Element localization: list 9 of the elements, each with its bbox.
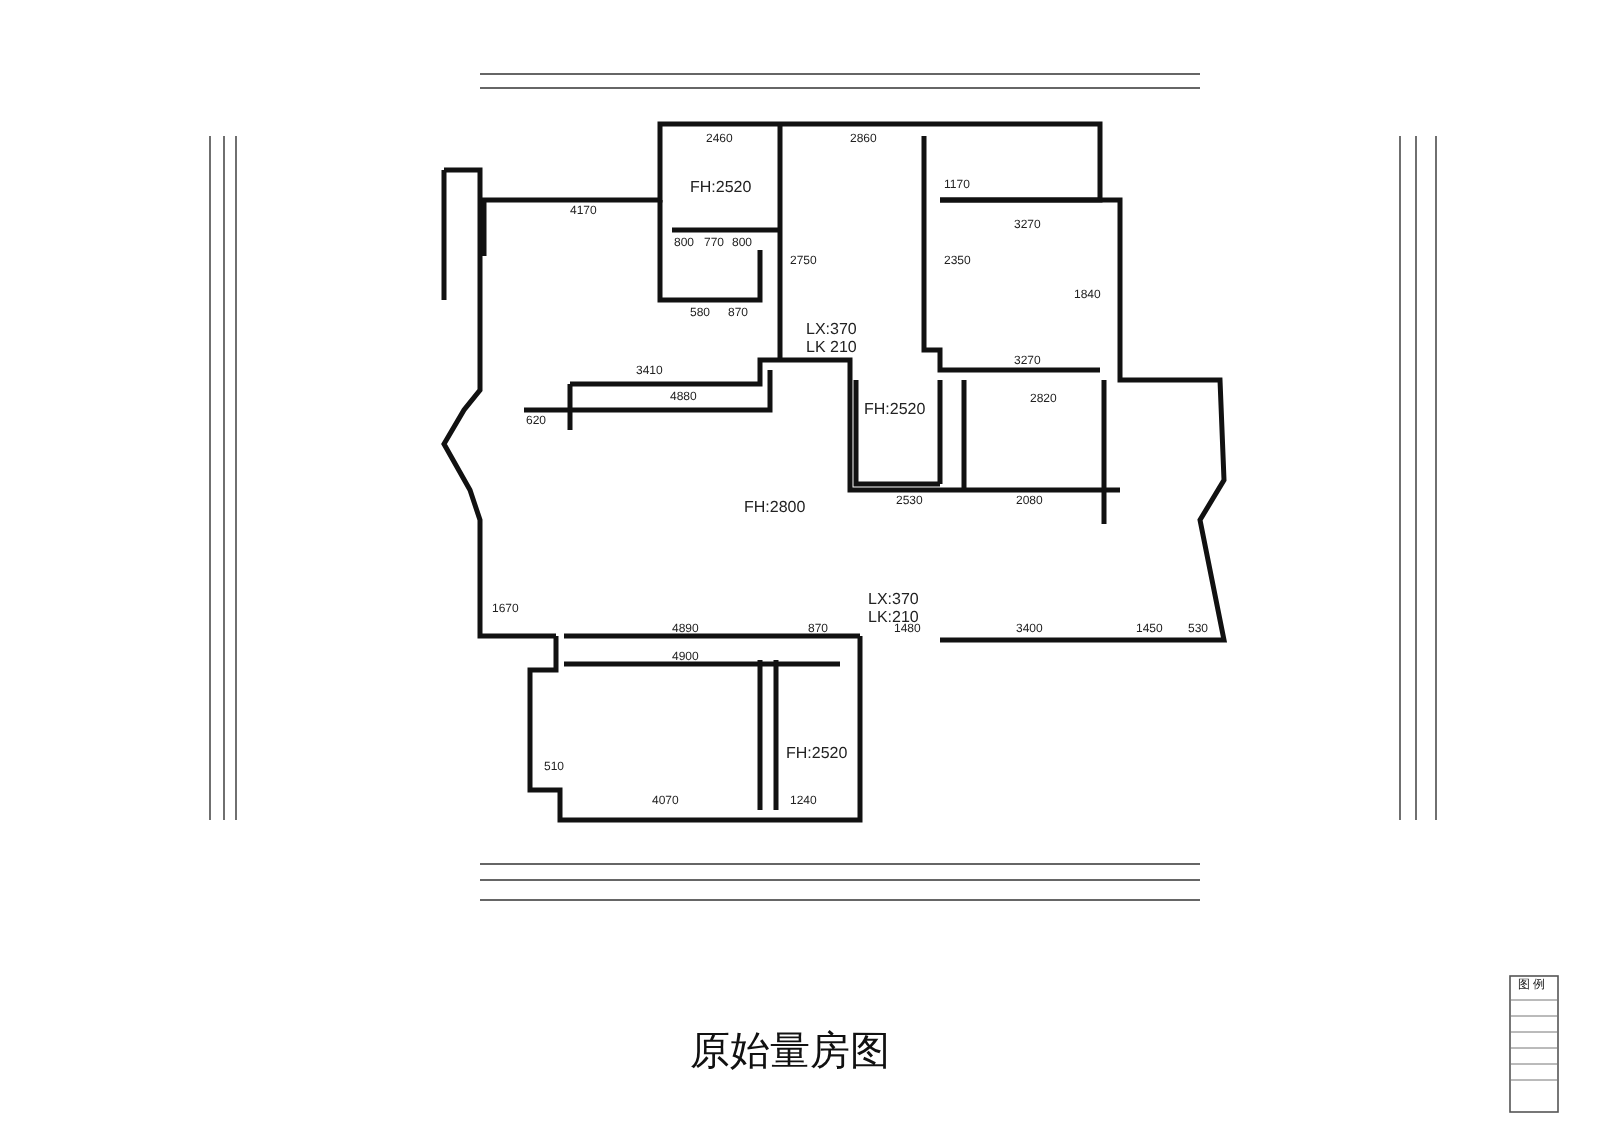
drawing-title: 原始量房图 [690,1024,890,1078]
room-height-label: FH:2520 [786,746,848,762]
opening-label: LX:370 [806,322,857,338]
room-height-label: FH:2520 [690,180,752,196]
opening-label: LK 210 [806,340,857,356]
opening-label: LX:370 [868,592,919,608]
room-height-label: FH:2520 [864,402,926,418]
opening-label: LK:210 [868,610,919,626]
room-height-label: FH:2800 [744,500,806,516]
